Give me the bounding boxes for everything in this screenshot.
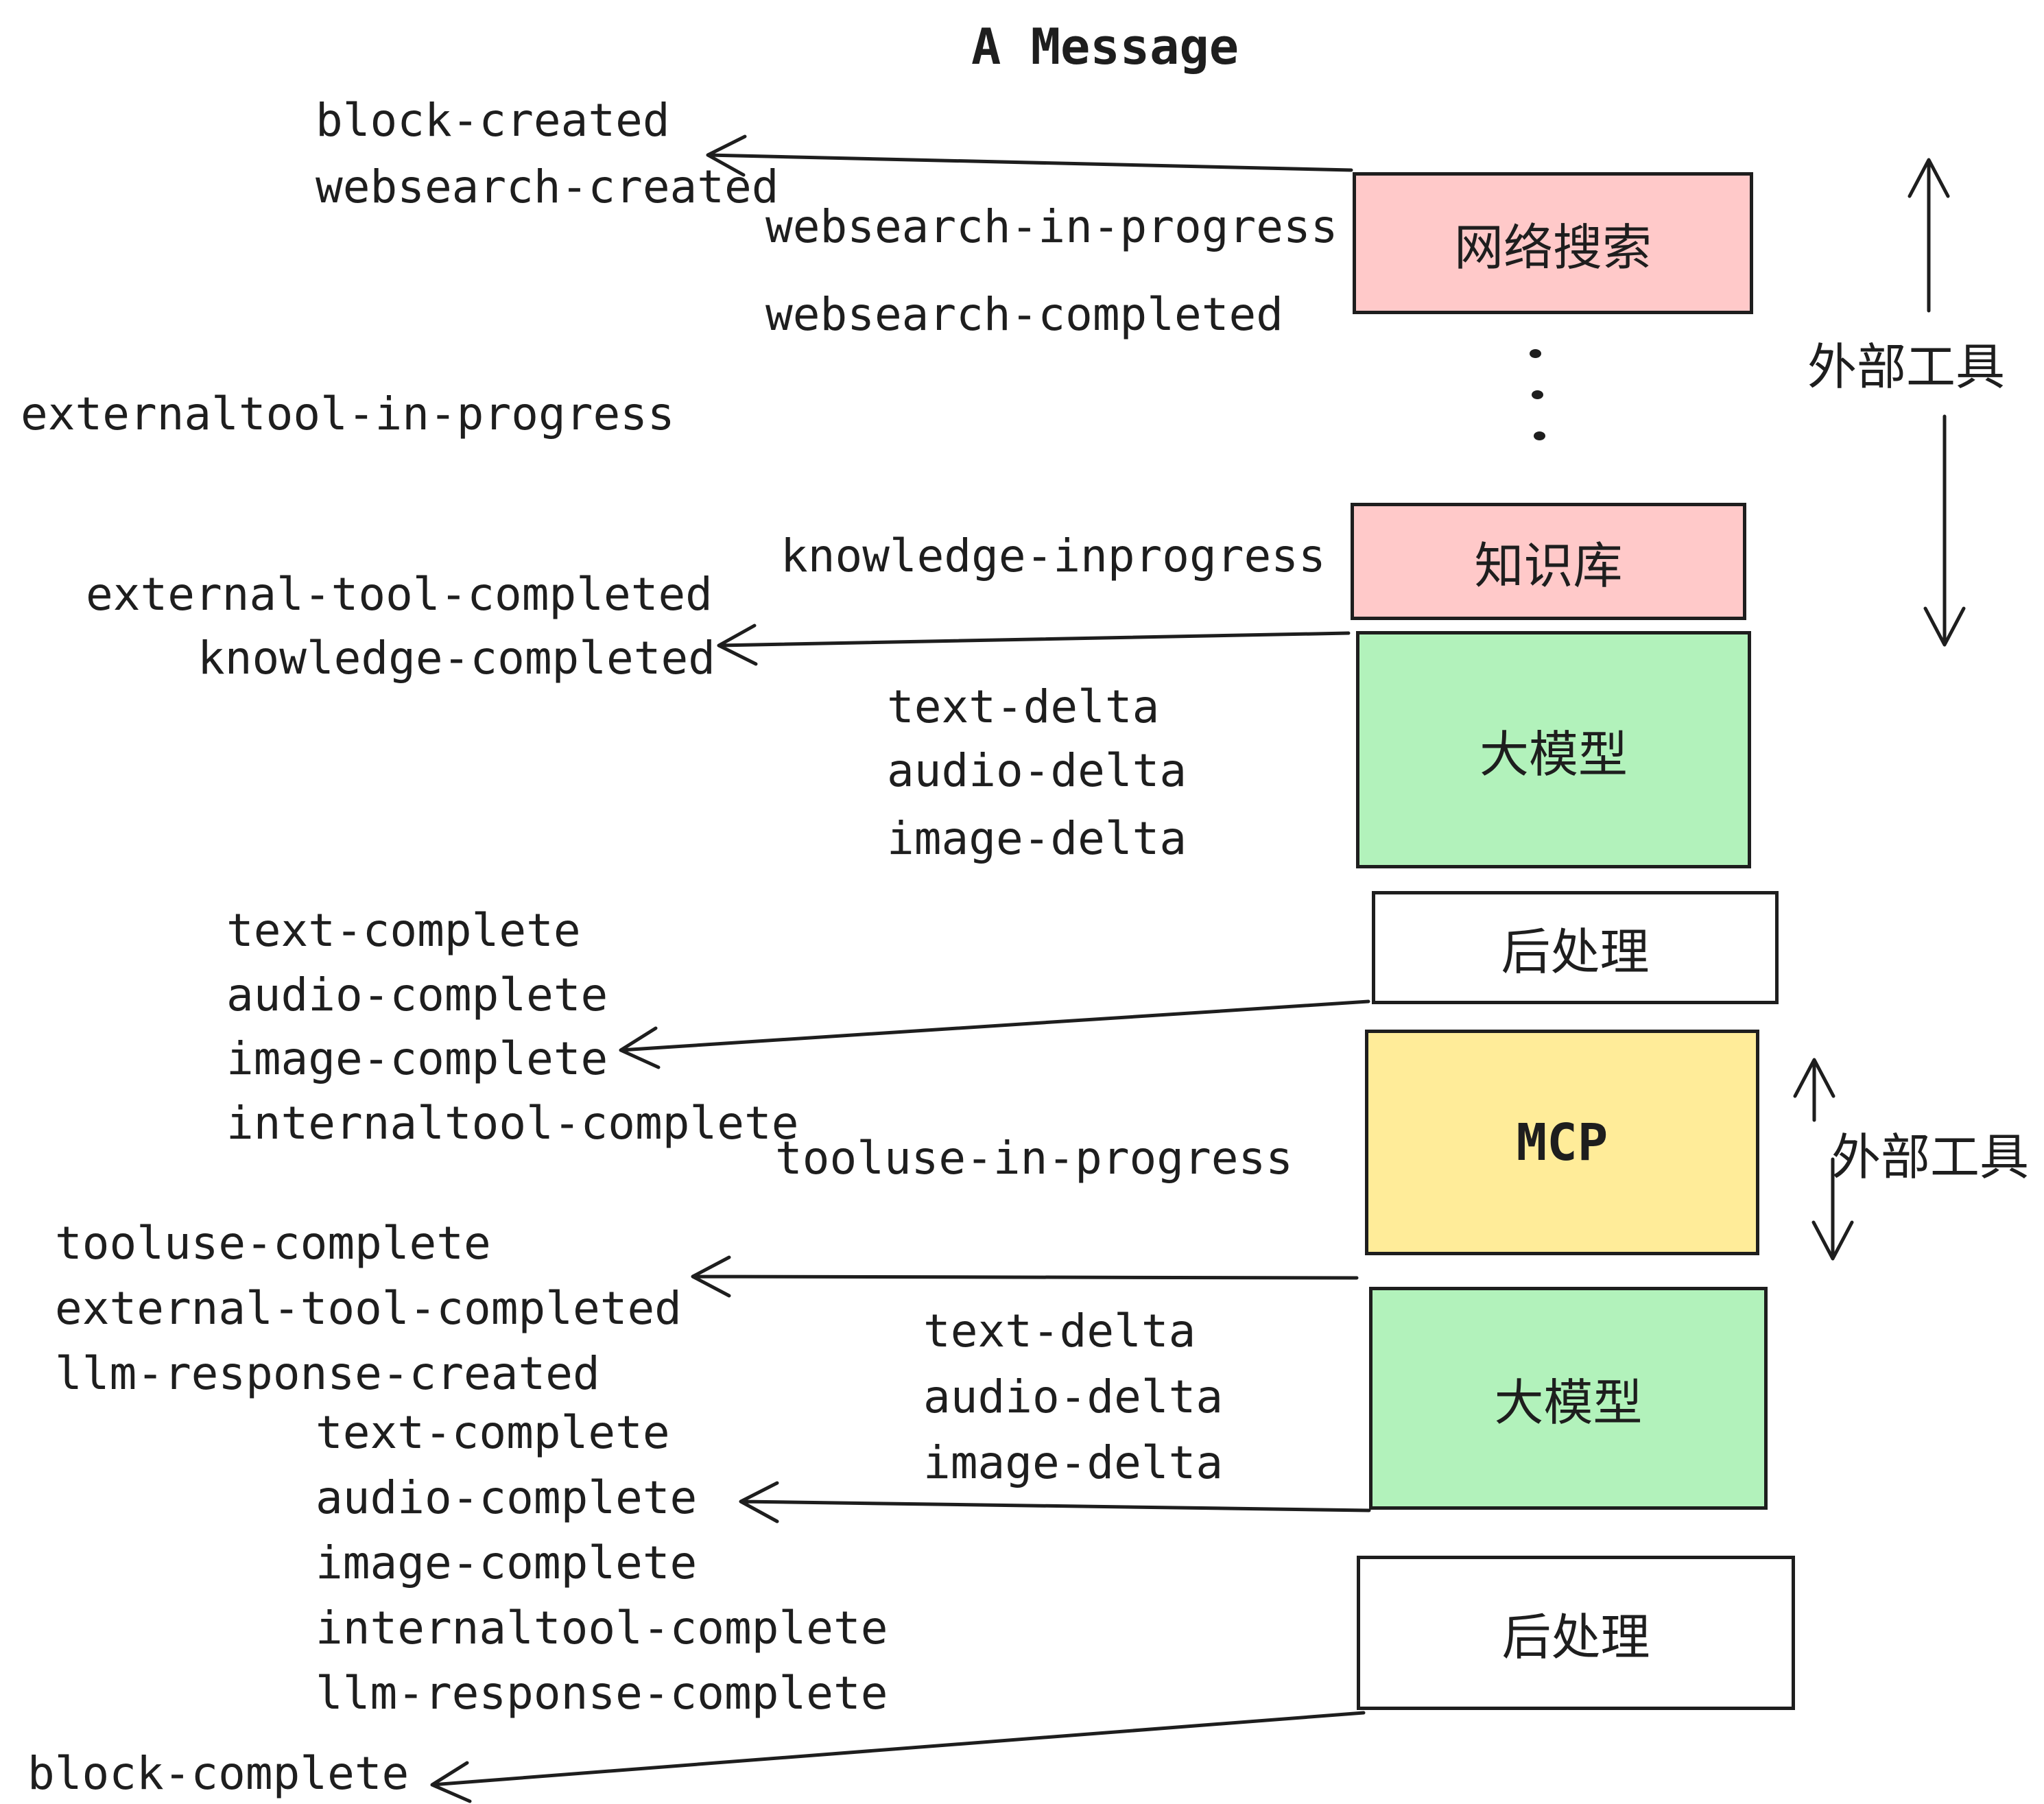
node-llm-2: 大模型 <box>1369 1287 1768 1510</box>
node-websearch-label: 网络搜索 <box>1453 221 1652 276</box>
event-block-complete: block-complete <box>27 1747 409 1800</box>
event-audio-delta-2: audio-delta <box>923 1370 1224 1423</box>
event-tooluse-complete: tooluse-complete <box>55 1217 491 1270</box>
node-postprocess-2: 后处理 <box>1357 1556 1795 1710</box>
event-text-delta-2: text-delta <box>923 1305 1196 1357</box>
event-external-tool-completed-2: external-tool-completed <box>55 1282 682 1335</box>
event-image-complete-2: image-complete <box>316 1536 698 1589</box>
event-internaltool-complete-2: internaltool-complete <box>316 1602 888 1654</box>
ellipsis-dot-3 <box>1534 431 1545 440</box>
event-tooluse-in-progress: tooluse-in-progress <box>775 1132 1293 1185</box>
node-postprocess-2-label: 后处理 <box>1501 1611 1650 1665</box>
node-mcp-label: MCP <box>1516 1113 1608 1172</box>
arrow-external-tools-2-up <box>1793 1058 1835 1122</box>
event-text-complete-1: text-complete <box>226 904 581 957</box>
diagram-title: A Message <box>971 18 1239 75</box>
side-label-external-tools-1: 外部工具 <box>1807 340 2006 395</box>
event-text-delta-1: text-delta <box>887 680 1160 733</box>
event-image-delta-1: image-delta <box>887 812 1187 865</box>
event-knowledge-inprogress: knowledge-inprogress <box>781 530 1326 582</box>
arrow-to-websearch-created <box>706 134 1353 177</box>
event-audio-complete-2: audio-complete <box>316 1471 698 1524</box>
node-postprocess-1-label: 后处理 <box>1501 925 1650 980</box>
node-mcp: MCP <box>1365 1030 1759 1255</box>
ellipsis-dot-2 <box>1532 390 1543 399</box>
arrow-to-block-complete <box>430 1711 1366 1803</box>
arrow-external-tools-1-up <box>1908 158 1950 313</box>
side-label-external-tools-2: 外部工具 <box>1831 1130 2030 1185</box>
node-llm-1: 大模型 <box>1356 631 1751 868</box>
event-externaltool-in-progress: externaltool-in-progress <box>21 388 675 440</box>
arrow-external-tools-1-down <box>1923 414 1966 647</box>
event-llm-response-created: llm-response-created <box>55 1347 600 1400</box>
node-llm-2-label: 大模型 <box>1494 1376 1643 1431</box>
event-audio-complete-1: audio-complete <box>226 969 608 1021</box>
event-websearch-created: websearch-created <box>316 161 779 213</box>
node-llm-1-label: 大模型 <box>1479 727 1628 783</box>
event-websearch-completed: websearch-completed <box>765 288 1283 341</box>
event-image-delta-2: image-delta <box>923 1436 1224 1489</box>
event-image-complete-1: image-complete <box>226 1032 608 1085</box>
ellipsis-dot-1 <box>1530 349 1541 358</box>
node-knowledge-base-label: 知识库 <box>1474 539 1623 594</box>
event-websearch-in-progress: websearch-in-progress <box>765 200 1338 253</box>
event-external-tool-completed: external-tool-completed <box>86 568 713 621</box>
event-block-created: block-created <box>316 94 670 147</box>
event-audio-delta-1: audio-delta <box>887 744 1187 797</box>
event-llm-response-complete: llm-response-complete <box>316 1667 888 1720</box>
node-postprocess-1: 后处理 <box>1372 891 1779 1004</box>
arrow-to-image-complete-1 <box>619 999 1370 1069</box>
node-knowledge-base: 知识库 <box>1351 503 1746 620</box>
event-knowledge-completed: knowledge-completed <box>198 632 715 685</box>
event-text-complete-2: text-complete <box>316 1406 670 1459</box>
node-websearch: 网络搜索 <box>1353 172 1753 314</box>
event-internaltool-complete-1: internaltool-complete <box>226 1097 799 1150</box>
arrow-to-tooluse-complete <box>691 1255 1359 1298</box>
arrow-to-knowledge-completed <box>717 624 1351 666</box>
